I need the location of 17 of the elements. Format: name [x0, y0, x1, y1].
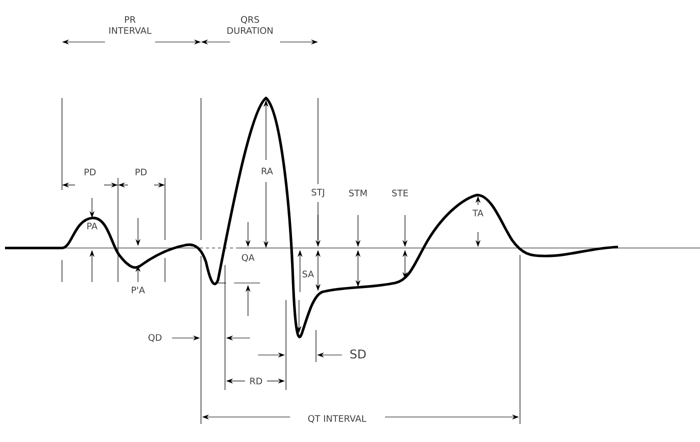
measurement-label: QRS DURATION [227, 16, 273, 34]
measurement-label: PD [84, 168, 96, 176]
measurement-label: STM [349, 190, 367, 196]
measurement-label: SD [350, 349, 366, 359]
measurement-label: STJ [312, 188, 324, 198]
measurement-label: QA [242, 254, 255, 262]
measurement-label: P'A [132, 286, 145, 294]
measurement-label: STE [392, 190, 408, 196]
measurement-label: PA [87, 222, 98, 230]
measurement-label: PR INTERVAL [109, 16, 152, 34]
measurement-label: TA [472, 210, 484, 216]
measurement-label: PD [136, 168, 147, 176]
measurement-label: RD [250, 378, 262, 384]
measurement-label: SA [302, 270, 314, 278]
measurement-label: QT INTERVAL [308, 415, 366, 423]
measurement-label: RA [262, 168, 273, 174]
measurement-label: QD [148, 334, 162, 342]
